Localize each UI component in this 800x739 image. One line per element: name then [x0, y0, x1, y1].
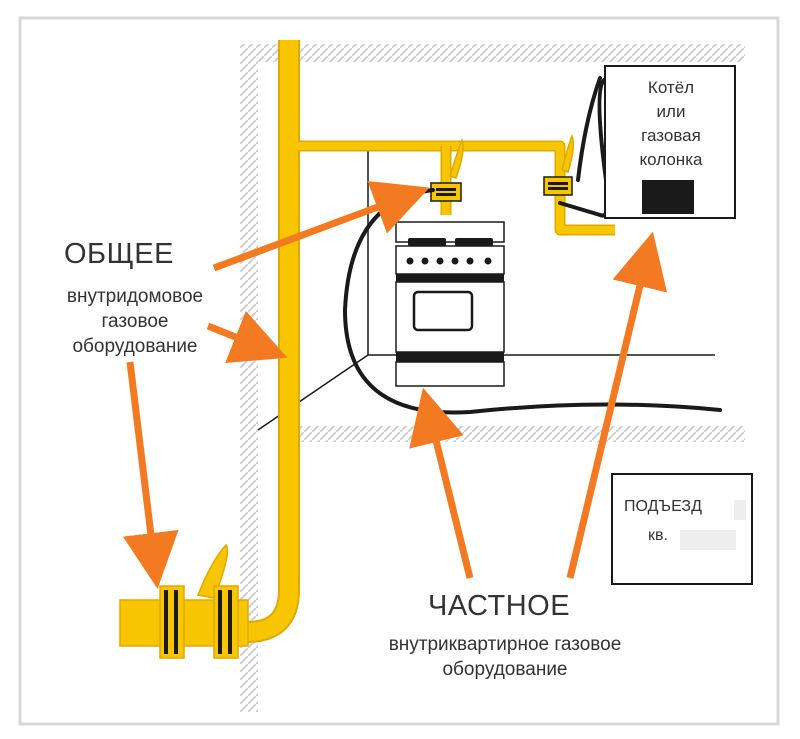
arrow-common-to-riser [206, 311, 288, 363]
entrance-label: ПОДЪЕЗД [624, 498, 702, 515]
arrow-private-to-stove [409, 387, 474, 579]
boiler-label-line2: или [656, 102, 686, 121]
arrow-common-to-stove-valve [212, 180, 430, 272]
private-heading: ЧАСТНОЕ [428, 590, 571, 622]
arrows [122, 180, 668, 589]
valve-icon [543, 133, 575, 196]
private-description: внутриквартирное газовое оборудование [360, 632, 650, 682]
boiler-label-line1: Котёл [647, 78, 695, 97]
boiler-label-line3: газовая [641, 126, 701, 145]
apartment-label: кв. [648, 527, 668, 544]
boiler-label: Котёл или газовая колонка [606, 76, 736, 172]
common-line3: оборудование [72, 336, 198, 357]
entrance-sign [611, 473, 753, 585]
common-line2: газовое [101, 311, 169, 332]
valve-icon [430, 137, 464, 202]
main-shutoff-valve-icon [119, 543, 249, 659]
common-line1: внутридомовое [66, 286, 204, 307]
common-heading: ОБЩЕЕ [64, 238, 174, 270]
boiler-label-line4: колонка [639, 150, 703, 169]
boiler-icon [604, 65, 736, 219]
gas-stove-icon [395, 221, 505, 387]
private-line2: оборудование [442, 659, 568, 680]
arrow-common-to-main-valve [122, 361, 179, 589]
arrow-private-to-boiler [566, 231, 668, 579]
common-description: внутридомовое газовое оборудование [42, 284, 228, 359]
private-line1: внутриквартирное газовое [388, 634, 622, 655]
